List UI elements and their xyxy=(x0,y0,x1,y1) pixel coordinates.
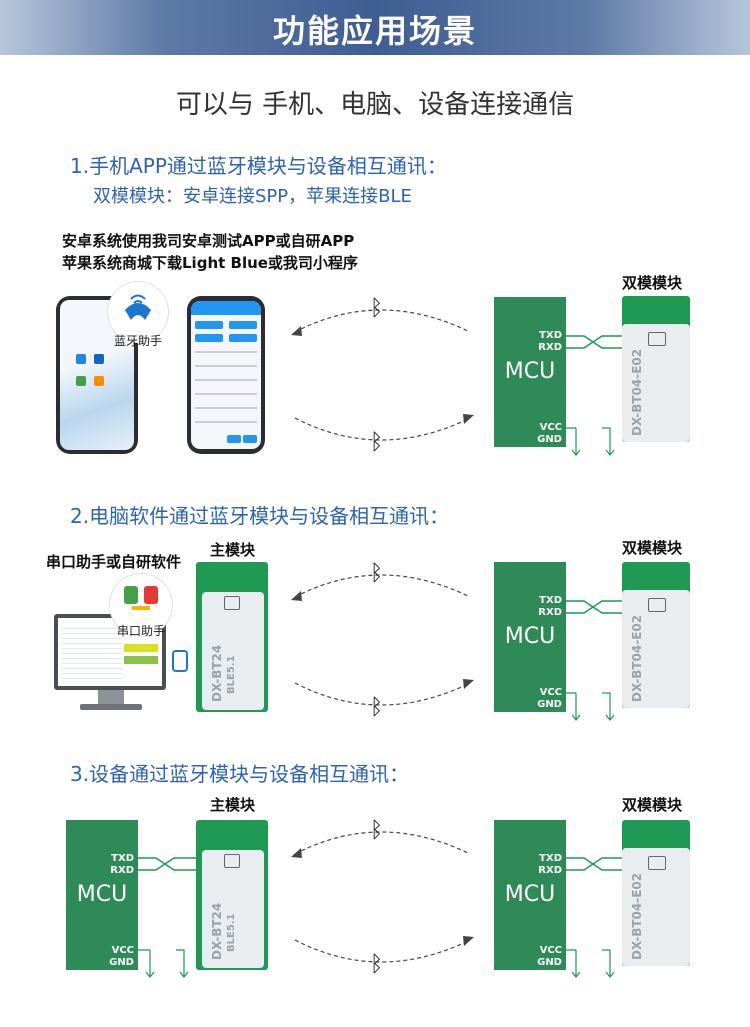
module-marking: DX-BT04-E02 xyxy=(630,872,644,960)
mcu-block: TXD RXD MCU VCC GND xyxy=(494,820,566,970)
module-marking: DX-BT04-E02 xyxy=(630,614,644,702)
usb-icon xyxy=(172,650,188,672)
mcu-block: TXD RXD MCU VCC GND xyxy=(494,562,566,712)
bluetooth-icon: ᛒ xyxy=(370,296,384,321)
monitor-stand xyxy=(98,690,124,704)
vcc-label: VCC xyxy=(539,687,562,698)
wiring-3a xyxy=(138,857,196,978)
dual-mode-module: DX-BT04-E02 xyxy=(622,820,690,966)
wireless-arcs-2 xyxy=(291,574,474,706)
rxd-label: RXD xyxy=(110,865,134,876)
rxd-label: RXD xyxy=(538,342,562,353)
wireless-arcs-3 xyxy=(291,831,474,963)
serial-tool-label: 串口助手 xyxy=(116,624,165,638)
txd-label: TXD xyxy=(111,853,134,864)
wireless-arcs-1 xyxy=(291,309,474,441)
bluetooth-icon: ᛒ xyxy=(370,695,384,720)
master-module: DX-BT24 BLE5.1 xyxy=(196,562,268,712)
gnd-label: GND xyxy=(109,957,134,968)
mcu-label: MCU xyxy=(504,624,556,649)
app-badge xyxy=(108,282,168,342)
section1-note-ios: 苹果系统商城下载Light Blue或我司小程序 xyxy=(62,254,358,272)
module-marking: DX-BT04-E02 xyxy=(630,348,644,436)
dual-module-label: 双模模块 xyxy=(622,274,683,292)
vcc-label: VCC xyxy=(539,422,562,433)
master-module-sub-marking: BLE5.1 xyxy=(226,655,237,694)
section1-subtitle: 双模模块：安卓连接SPP，苹果连接BLE xyxy=(93,186,412,207)
section2-title: 2.电脑软件通过蓝牙模块与设备相互通讯： xyxy=(70,504,450,528)
mcu-block: TXD RXD MCU VCC GND xyxy=(494,297,566,447)
txd-label: TXD xyxy=(539,853,562,864)
dual-mode-module: DX-BT04-E02 xyxy=(622,296,690,442)
txd-label: TXD xyxy=(539,595,562,606)
rxd-label: RXD xyxy=(538,607,562,618)
wiring-2 xyxy=(566,600,622,721)
bluetooth-icon: ᛒ xyxy=(370,430,384,455)
page-subtitle: 可以与 手机、电脑、设备连接通信 xyxy=(175,90,575,120)
vcc-label: VCC xyxy=(111,945,134,956)
bluetooth-icon: ᛒ xyxy=(370,561,384,586)
iphone xyxy=(187,296,265,454)
txd-label: TXD xyxy=(539,330,562,341)
mcu-label: MCU xyxy=(504,882,556,907)
vcc-label: VCC xyxy=(539,945,562,956)
gnd-label: GND xyxy=(537,699,562,710)
bluetooth-icon: ᛒ xyxy=(370,818,384,843)
bluetooth-icon: ᛒ xyxy=(370,952,384,977)
monitor-base xyxy=(80,704,142,710)
rxd-label: RXD xyxy=(538,865,562,876)
dual-module-label: 双模模块 xyxy=(622,539,683,557)
master-module-label: 主模块 xyxy=(210,796,256,814)
master-module: DX-BT24 BLE5.1 xyxy=(196,820,268,970)
pc-monitor xyxy=(54,614,166,690)
mcu-label: MCU xyxy=(504,359,556,384)
mcu-block-left: TXD RXD MCU VCC GND xyxy=(66,820,138,970)
gnd-label: GND xyxy=(537,957,562,968)
serial-tool-badge xyxy=(110,574,172,636)
app-badge-label: 蓝牙助手 xyxy=(113,334,162,348)
wiring-3b xyxy=(566,857,622,978)
dual-module-label: 双模模块 xyxy=(622,796,683,814)
section3-title: 3.设备通过蓝牙模块与设备相互通讯： xyxy=(70,762,410,786)
section1-note-android: 安卓系统使用我司安卓测试APP或自研APP xyxy=(62,232,355,250)
mcu-label: MCU xyxy=(76,882,128,907)
master-module-marking: DX-BT24 xyxy=(210,902,224,960)
section2-note: 串口助手或自研软件 xyxy=(46,553,182,571)
gnd-label: GND xyxy=(537,434,562,445)
page-title: 功能应用场景 xyxy=(272,12,477,50)
dual-mode-module: DX-BT04-E02 xyxy=(622,562,690,708)
header-banner xyxy=(0,0,750,55)
section1-title: 1.手机APP通过蓝牙模块与设备相互通讯： xyxy=(70,154,447,178)
master-module-marking: DX-BT24 xyxy=(210,644,224,702)
master-module-label: 主模块 xyxy=(210,541,256,559)
master-module-sub-marking: BLE5.1 xyxy=(226,913,237,952)
wiring-1 xyxy=(566,335,622,456)
bluetooth-assistant-icon xyxy=(125,294,151,320)
